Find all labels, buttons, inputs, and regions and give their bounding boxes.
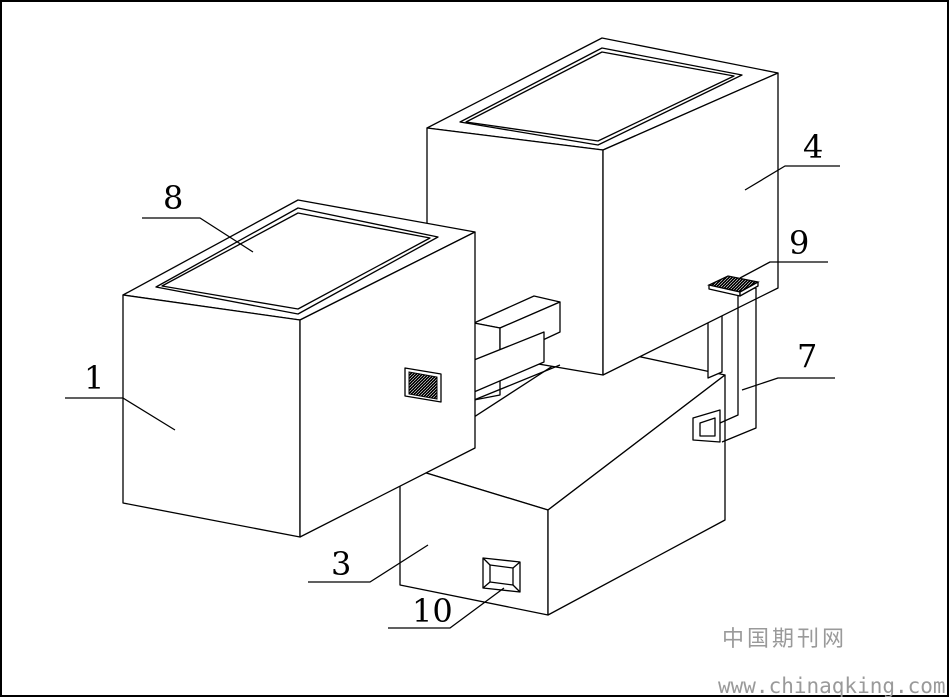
port-10 bbox=[482, 557, 521, 593]
leader-lines bbox=[65, 165, 840, 629]
label-3: 3 bbox=[331, 545, 351, 583]
label-7: 7 bbox=[797, 337, 817, 375]
vent-9 bbox=[707, 275, 760, 297]
label-8: 8 bbox=[163, 179, 183, 217]
connecting-beam bbox=[473, 295, 561, 401]
box-3 bbox=[399, 344, 726, 616]
box-1 bbox=[122, 199, 476, 538]
side-port bbox=[692, 409, 721, 443]
watermark-site-name: 中国期刊网 bbox=[722, 627, 847, 652]
label-1: 1 bbox=[84, 359, 104, 397]
label-9: 9 bbox=[789, 224, 809, 262]
watermark-url: www.chinaqking.com bbox=[718, 674, 946, 697]
label-4: 4 bbox=[803, 128, 823, 166]
side-window bbox=[404, 367, 442, 403]
label-10: 10 bbox=[412, 592, 453, 630]
